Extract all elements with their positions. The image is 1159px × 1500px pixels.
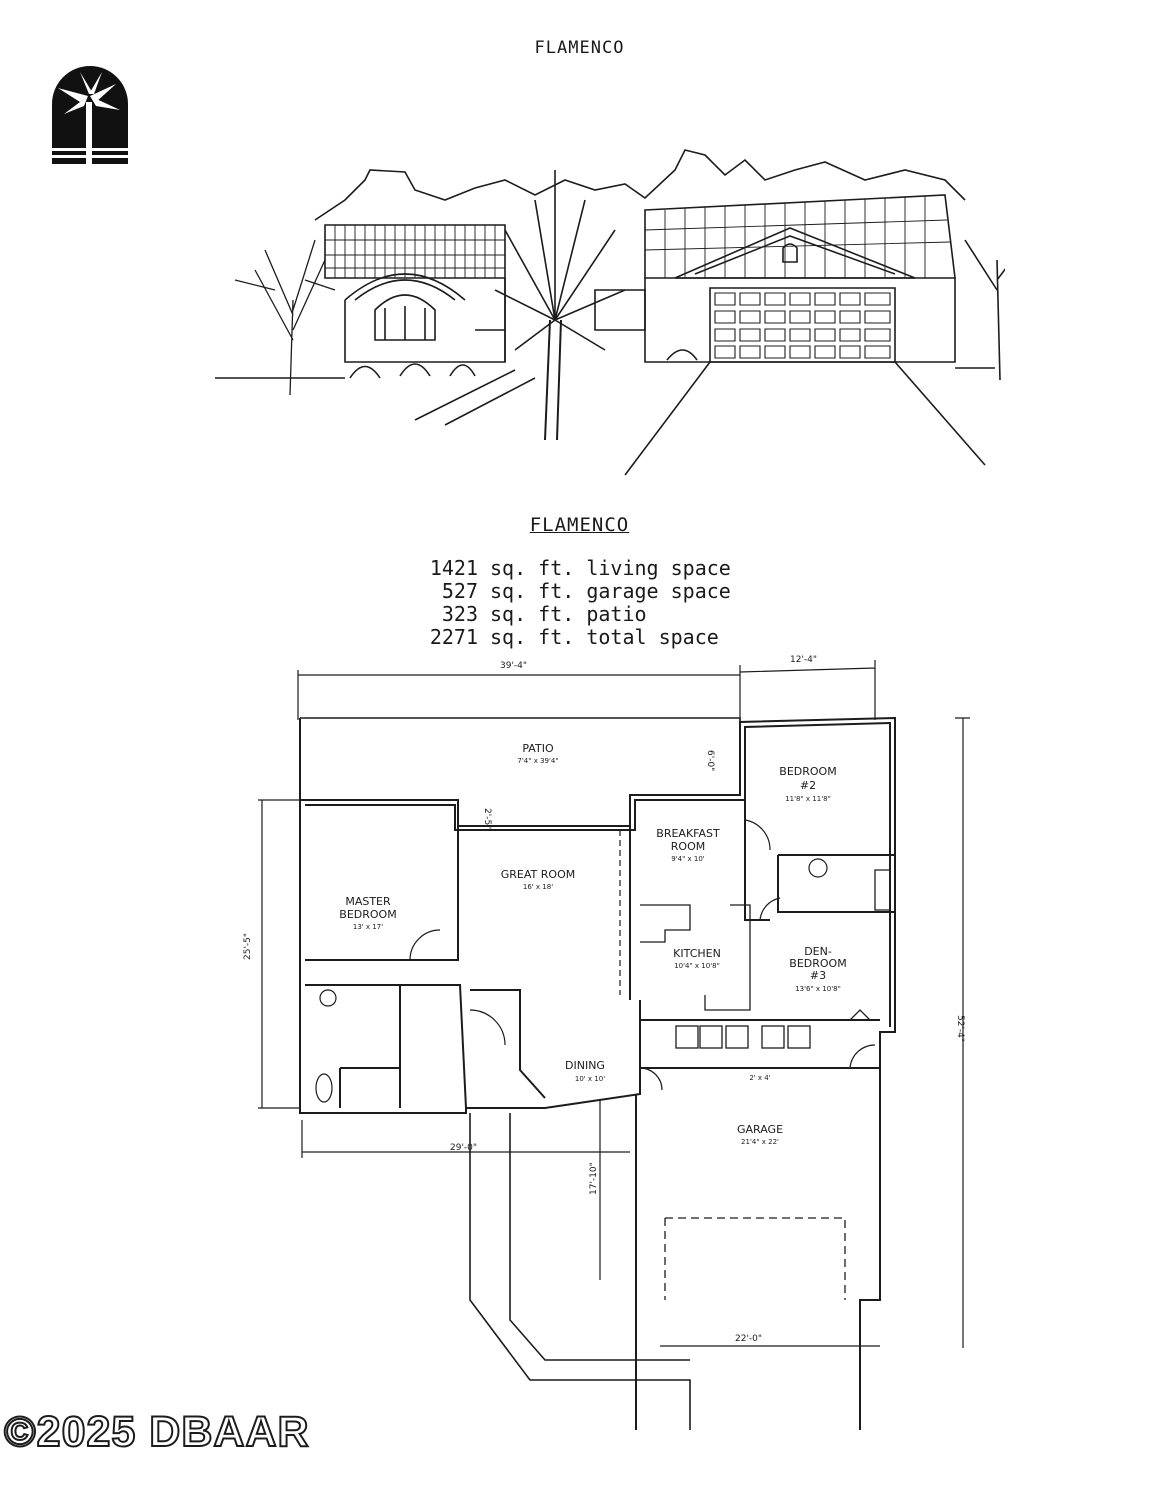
room-name2-den: BEDROOM (789, 957, 846, 970)
area-row-patio: 323 sq. ft. patio (422, 603, 731, 626)
dimension-label: 25'-5" (243, 933, 253, 960)
area-label: sq. ft. garage space (490, 579, 731, 603)
room-size-breakfast: 9'4" x 10' (671, 855, 705, 863)
floor-plan: 39'-4" 12'-4" 29'-0" 22'-0" 25'-5" 52'-4… (243, 655, 970, 1430)
room-size-dining: 10' x 10' (575, 1075, 605, 1083)
room-name-breakfast: BREAKFAST (656, 827, 720, 840)
area-value: 527 (441, 579, 478, 603)
plan-title: FLAMENCO (529, 514, 630, 536)
area-summary: 1421 sq. ft. living space 527 sq. ft. gara… (422, 557, 731, 649)
area-label: sq. ft. patio (490, 602, 647, 626)
area-value: 2271 (429, 625, 478, 649)
room-num-bedroom2: #2 (800, 779, 816, 792)
dimension-label: 39'-4" (500, 661, 527, 671)
room-name-bedroom2: BEDROOM (779, 765, 836, 778)
page-title: FLAMENCO (534, 38, 625, 58)
room-name2-breakfast: ROOM (671, 840, 705, 853)
dimension-label: 6'-0" (705, 750, 715, 771)
dimension-label: 29'-0" (450, 1143, 477, 1153)
room-size-bedroom2: 11'8" x 11'8" (785, 795, 831, 803)
copyright-watermark: ©2025 DBAAR (3, 1407, 310, 1457)
room-size-kitchen: 10'4" x 10'8" (674, 962, 720, 970)
area-value: 323 (441, 602, 478, 626)
house-elevation-drawing (215, 149, 1005, 476)
room-size-master: 13' x 17' (353, 923, 383, 931)
room-name-great-room: GREAT ROOM (501, 868, 575, 881)
area-row-total: 2271 sq. ft. total space (422, 626, 731, 649)
room-name2-master: BEDROOM (339, 908, 396, 921)
area-row-garage: 527 sq. ft. garage space (422, 580, 731, 603)
room-size-closet: 2' x 4' (749, 1074, 770, 1082)
palm-tree-arch-logo-icon (52, 66, 128, 164)
dimension-label: 22'-0" (735, 1334, 762, 1344)
dimension-label: 17'-10" (589, 1162, 599, 1195)
room-num-den: #3 (810, 969, 826, 982)
room-size-patio: 7'4" x 39'4" (517, 757, 558, 765)
dimension-label: 52'-4" (955, 1015, 965, 1042)
room-size-great-room: 16' x 18' (523, 883, 553, 891)
room-name-garage: GARAGE (737, 1123, 783, 1136)
room-name-master: MASTER (345, 895, 391, 908)
area-label: sq. ft. total space (490, 625, 719, 649)
room-size-garage: 21'4" x 22' (741, 1138, 779, 1146)
room-name-dining: DINING (565, 1059, 605, 1072)
area-value: 1421 (429, 556, 478, 580)
dimension-label: 12'-4" (790, 655, 817, 665)
room-name-patio: PATIO (522, 742, 554, 755)
area-label: sq. ft. living space (490, 556, 731, 580)
area-row-living: 1421 sq. ft. living space (422, 557, 731, 580)
dimension-label: 2'-5" (482, 808, 492, 829)
room-name-kitchen: KITCHEN (673, 947, 721, 960)
room-name-den: DEN- (804, 945, 832, 958)
room-size-den: 13'6" x 10'8" (795, 985, 841, 993)
